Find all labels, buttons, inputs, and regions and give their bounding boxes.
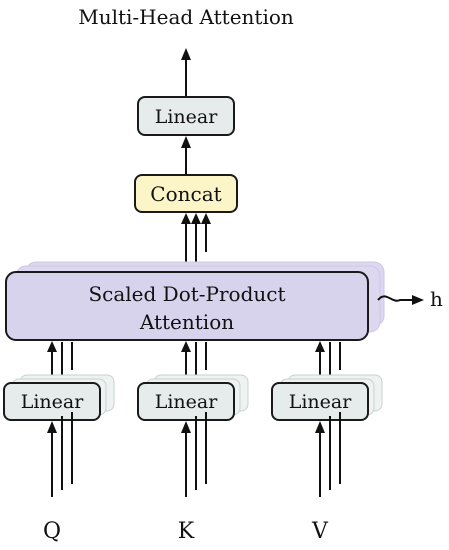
k-linear-label: Linear: [155, 391, 219, 413]
output-linear-label: Linear: [155, 106, 219, 128]
attention-label-line1: Scaled Dot-Product: [88, 282, 285, 306]
diagram-title: Multi-Head Attention: [78, 5, 294, 29]
input-label-v: V: [311, 519, 329, 544]
input-label-q: Q: [43, 519, 61, 544]
v-linear-stack: Linear: [271, 374, 383, 421]
concat-to-linear-arrow: [181, 136, 191, 174]
q-input-arrows: [47, 412, 73, 497]
attention-label-line2: Attention: [139, 310, 234, 334]
v-linear-label: Linear: [289, 391, 353, 413]
v-input-arrows: [315, 412, 341, 497]
heads-label: h: [430, 287, 443, 311]
output-linear-box: Linear: [137, 96, 235, 136]
attention-to-concat-arrows: [181, 213, 211, 272]
k-linear-stack: Linear: [137, 374, 249, 421]
q-linear-label: Linear: [21, 391, 85, 413]
q-linear-stack: Linear: [3, 374, 115, 421]
k-input-arrows: [181, 412, 207, 497]
input-label-k: K: [178, 519, 195, 544]
heads-arrow: [377, 295, 424, 305]
attention-box: Scaled Dot-Product Attention: [5, 271, 369, 341]
output-arrow: [181, 48, 191, 96]
concat-label: Concat: [150, 182, 221, 206]
concat-box: Concat: [134, 174, 238, 213]
